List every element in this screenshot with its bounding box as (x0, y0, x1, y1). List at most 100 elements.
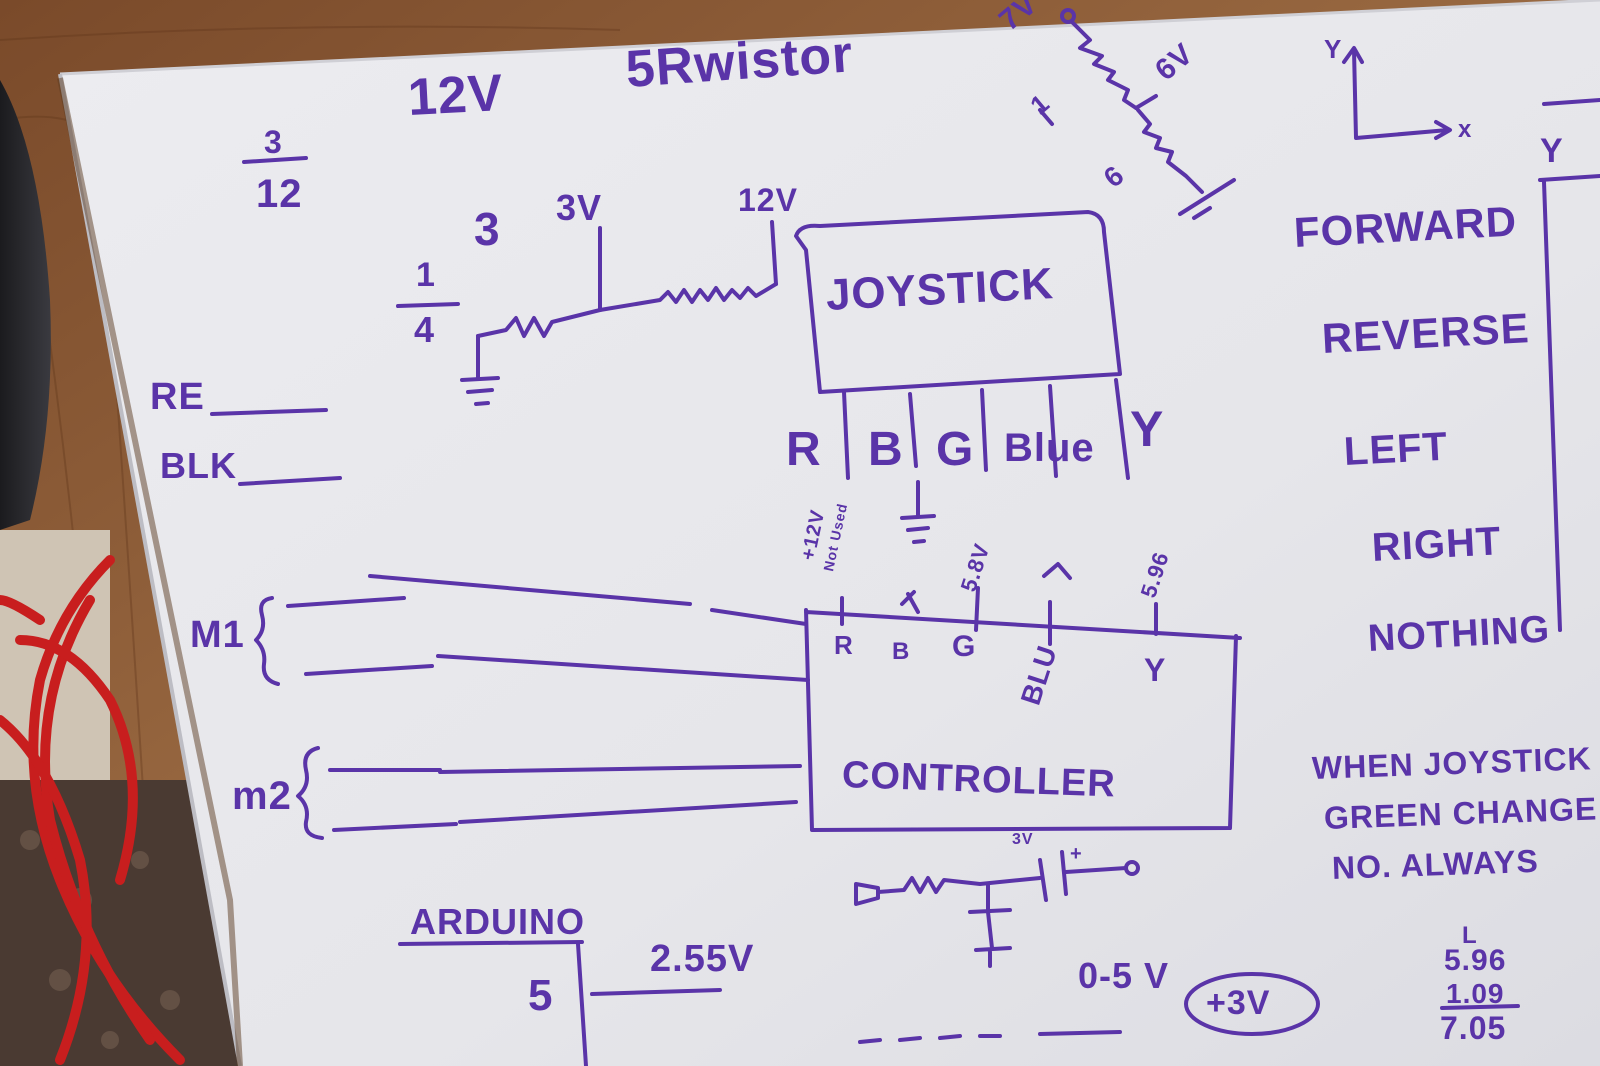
quarter-top: 1 (416, 256, 436, 294)
note-line-2: GREEN CHANGE (1323, 790, 1598, 836)
bubble-3v-label: +3V (1206, 984, 1271, 1022)
arduino-voltage: 2.55V (650, 938, 755, 980)
sum-a: 5.96 (1444, 944, 1507, 977)
joystick-box (794, 210, 1122, 394)
red-label: RE (150, 376, 205, 418)
tap-6v (1134, 94, 1158, 110)
whiteboard-surface (60, 0, 1600, 1066)
tap-12v (770, 220, 778, 286)
joystick-pin-y-label: Y (1130, 401, 1165, 457)
sum-b: 1.09 (1446, 978, 1505, 1009)
axis-lines (1352, 48, 1450, 140)
battery-lead (1064, 866, 1128, 874)
battery (1038, 850, 1068, 902)
quarter-bottom: 4 (414, 309, 436, 350)
bottom-dash (858, 1030, 1122, 1044)
direction-forward: FORWARD (1292, 197, 1519, 256)
divider-12v: 12V (738, 182, 798, 218)
controller-plus-note: + (1070, 843, 1083, 865)
sum-total: 7.05 (1440, 1010, 1507, 1046)
resistor-lower (476, 308, 602, 338)
m2-wire-b-left (332, 822, 458, 832)
axis-y-label: Y (1324, 34, 1343, 64)
quarter-bar (396, 302, 460, 308)
joystick-pin-r-label: R (786, 423, 822, 476)
controller-pin-y-label: Y (1144, 652, 1167, 688)
m1-wire-a-right (368, 574, 808, 626)
pin-b-ground (900, 480, 936, 544)
marker-strokes (210, 8, 1600, 1066)
joystick-pin-r (842, 390, 850, 480)
brace-m2 (296, 746, 324, 840)
divider-ratio: 3 (474, 203, 501, 255)
direction-right: RIGHT (1370, 519, 1503, 570)
fraction-bar (242, 156, 308, 164)
red-cable (0, 555, 185, 1065)
controller-title: CONTROLLER (841, 754, 1117, 806)
axis-x-label: x (1458, 116, 1473, 143)
joystick-pin-blue (1048, 384, 1058, 478)
controller-box (804, 608, 1242, 832)
range-label: 0-5 V (1078, 955, 1170, 996)
bottom-resistor (876, 876, 1042, 894)
controller-pin-b-label: B (892, 638, 911, 665)
m1-wire-b-right (436, 654, 810, 682)
right-box (1538, 174, 1600, 632)
m1-wire-a-left (286, 596, 406, 608)
joystick-pin-g (980, 388, 988, 472)
brace-m1 (254, 596, 280, 686)
ground-symbol-1 (460, 376, 500, 406)
axis-y-right-label: Y (1540, 132, 1564, 170)
ctrl-pin-blu (1042, 562, 1072, 646)
top-ground (1178, 178, 1236, 220)
joystick-pin-b (908, 392, 918, 468)
m1-wire-b-left (304, 664, 434, 676)
direction-left: LEFT (1342, 424, 1449, 474)
black-line (238, 476, 342, 486)
divider-3v: 3V (556, 187, 603, 228)
resistor-upper (598, 282, 778, 312)
top-resistor-1 (1070, 20, 1138, 110)
axis-arrow-y (1342, 46, 1364, 64)
board-top-edge (59, 0, 1600, 76)
header-voltage: 12V (406, 64, 505, 127)
cap-ground (968, 882, 1012, 968)
fraction-bottom: 12 (256, 172, 303, 216)
arrow-tip (854, 882, 880, 906)
black-label: BLK (160, 445, 237, 486)
board-left-edge (58, 73, 242, 1066)
joystick-title: JOYSTICK (824, 259, 1055, 320)
ctrl-pin-b (900, 590, 920, 614)
red-line (210, 408, 328, 416)
right-dash (1542, 98, 1600, 106)
axis-arrow-x (1434, 120, 1452, 140)
m1-label: M1 (190, 614, 245, 656)
battery-terminal (1124, 860, 1140, 876)
arduino-line (590, 988, 722, 996)
m2-wire-a-right (438, 764, 802, 774)
dark-object (0, 80, 51, 530)
board-shadow (57, 77, 243, 1066)
direction-reverse: REVERSE (1320, 304, 1531, 362)
top-tick (1038, 108, 1054, 126)
top-resistor-2 (1136, 108, 1204, 194)
arduino-bracket (576, 942, 588, 1066)
m2-wire-b-right (458, 800, 798, 824)
direction-nothing: NOTHING (1366, 608, 1552, 660)
arduino-underline (398, 940, 584, 946)
bubble-3v (1184, 972, 1320, 1036)
joystick-pin-b-label: B (868, 423, 904, 476)
arduino-pin: 5 (528, 971, 554, 1020)
fraction-top: 3 (264, 124, 283, 160)
controller-pin-r-label: R (834, 630, 854, 660)
m2-label: m2 (232, 774, 292, 818)
joystick-pin-blue-label: Blue (1004, 426, 1095, 470)
controller-3v-note: 3V (1012, 831, 1034, 848)
arduino-label: ARDUINO (410, 901, 585, 942)
sum-label: L (1462, 922, 1478, 949)
joystick-pin-g-label: G (936, 423, 975, 476)
top-terminal (1060, 8, 1076, 24)
joystick-pin-y (1114, 378, 1130, 480)
